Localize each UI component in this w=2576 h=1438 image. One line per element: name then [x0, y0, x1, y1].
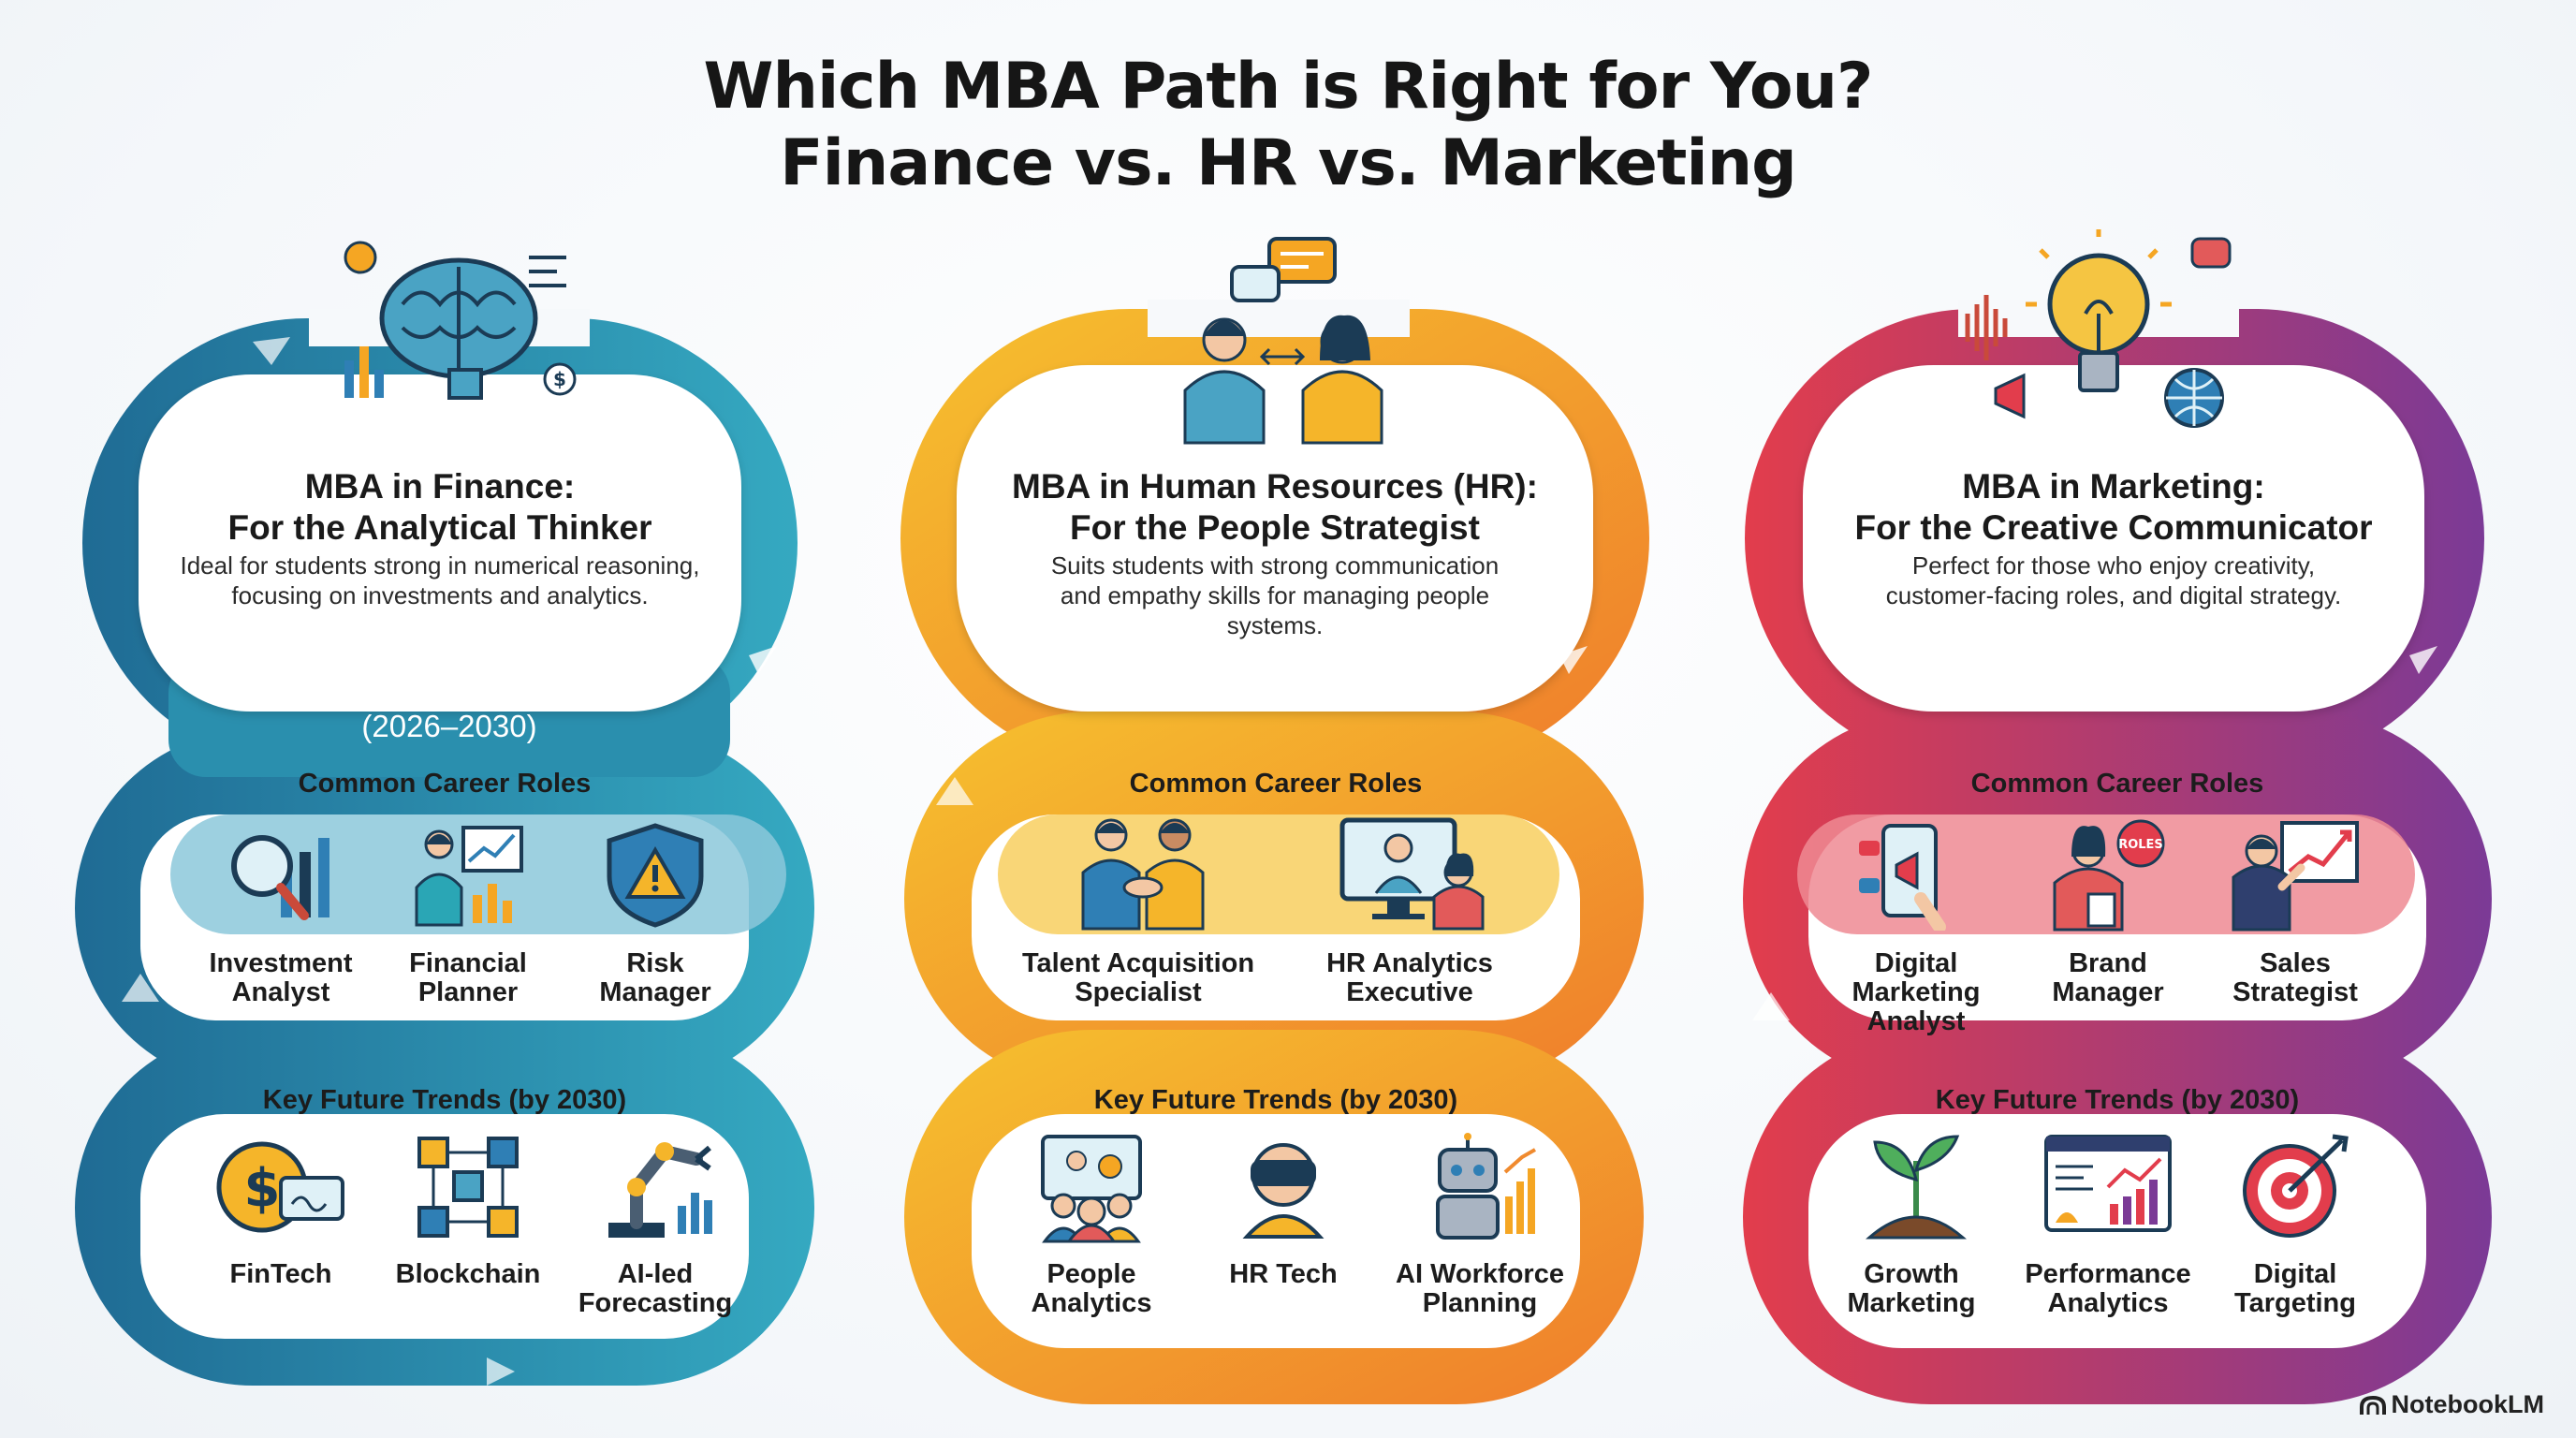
shield-warning-icon	[607, 823, 704, 928]
trend-hr-tech: HR Tech	[1229, 1259, 1338, 1289]
trend-performance-analytics: Performance Analytics	[2025, 1259, 2191, 1318]
brand-manager-icon: ROLES	[2053, 819, 2165, 932]
hr-description: Suits students with strong communication…	[1050, 551, 1500, 639]
plant-sprout-icon	[1866, 1135, 1967, 1240]
roles-bubble-text: ROLES	[2118, 838, 2163, 852]
career-outlook-banner: Career Paths & Future Outlook (2026–2030…	[237, 671, 662, 743]
role-financial-planner: Financial Planner	[409, 948, 527, 1007]
role-talent-acquisition-specialist: Talent Acquisition Specialist	[1021, 948, 1255, 1007]
handshake-icon	[1081, 818, 1205, 931]
finance-column: $ MBA in Finance: For the Analytical Thi…	[0, 215, 842, 1414]
vr-headset-icon	[1242, 1143, 1325, 1239]
lightbulb-idea-icon	[1965, 229, 2232, 428]
title-line-1: Which MBA Path is Right for You?	[703, 50, 1874, 124]
role-sales-strategist: Sales Strategist	[2232, 948, 2358, 1007]
finance-trends-title: Key Future Trends (by 2030)	[262, 1085, 627, 1115]
target-icon	[2243, 1134, 2349, 1238]
magnifier-chart-icon	[231, 835, 329, 920]
hr-roles-title: Common Career Roles	[1129, 769, 1423, 799]
marketing-trends-title: Key Future Trends (by 2030)	[1935, 1085, 2300, 1115]
hr-trends-title: Key Future Trends (by 2030)	[1093, 1085, 1458, 1115]
hr-ribbon	[900, 300, 1649, 1404]
blockchain-icon	[417, 1137, 519, 1238]
dashboard-icon	[2044, 1135, 2172, 1232]
trend-people-analytics: People Analytics	[1031, 1259, 1152, 1318]
hr-column: MBA in Human Resources (HR): For the Peo…	[867, 215, 1709, 1414]
sales-chart-icon	[2232, 821, 2359, 932]
notebooklm-brand: NotebookLM	[2359, 1390, 2544, 1419]
hr-heading: MBA in Human Resources (HR): For the Peo…	[1012, 467, 1538, 547]
trend-ai-led-forecasting: AI-led Forecasting	[578, 1259, 733, 1318]
marketing-heading: MBA in Marketing: For the Creative Commu…	[1854, 467, 2373, 547]
svg-text:$: $	[244, 1158, 281, 1219]
trend-digital-targeting: Digital Targeting	[2234, 1259, 2356, 1318]
conversation-people-icon	[1183, 237, 1383, 445]
trend-fintech: FinTech	[229, 1259, 332, 1289]
brand-text: NotebookLM	[2391, 1390, 2544, 1418]
role-digital-marketing-analyst: Digital Marketing Analyst	[1852, 948, 1981, 1036]
trend-ai-workforce-planning: AI Workforce Planning	[1396, 1259, 1564, 1318]
finance-description: Ideal for students strong in numerical r…	[180, 551, 700, 609]
role-investment-analyst: Investment Analyst	[209, 948, 353, 1007]
coin-card-icon: $	[216, 1141, 344, 1233]
brain-icon: $	[344, 241, 577, 400]
presentation-screen-icon	[1339, 817, 1485, 931]
trend-blockchain: Blockchain	[395, 1259, 541, 1289]
marketing-roles-title: Common Career Roles	[1970, 769, 2264, 799]
phone-megaphone-icon	[1859, 824, 1946, 931]
notebooklm-logo-icon	[2359, 1395, 2386, 1415]
role-risk-manager: Risk Manager	[599, 948, 711, 1007]
finance-roles-title: Common Career Roles	[298, 769, 592, 799]
trend-growth-marketing: Growth Marketing	[1847, 1259, 1976, 1318]
role-brand-manager: Brand Manager	[2052, 948, 2164, 1007]
people-analytics-icon	[1041, 1135, 1142, 1243]
title-line-2: Finance vs. HR vs. Marketing	[780, 126, 1797, 200]
marketing-column: MBA in Marketing: For the Creative Commu…	[1734, 215, 2576, 1414]
marketing-description: Perfect for those who enjoy creativity, …	[1885, 551, 2342, 609]
robot-chart-icon	[1436, 1133, 1536, 1240]
svg-text:$: $	[553, 368, 566, 390]
planner-person-icon	[415, 826, 523, 927]
robot-arm-icon	[608, 1142, 712, 1238]
finance-heading: MBA in Finance: For the Analytical Think…	[227, 467, 652, 547]
page-title: Which MBA Path is Right for You? Finance…	[0, 49, 2576, 202]
role-hr-analytics-executive: HR Analytics Executive	[1326, 948, 1493, 1007]
